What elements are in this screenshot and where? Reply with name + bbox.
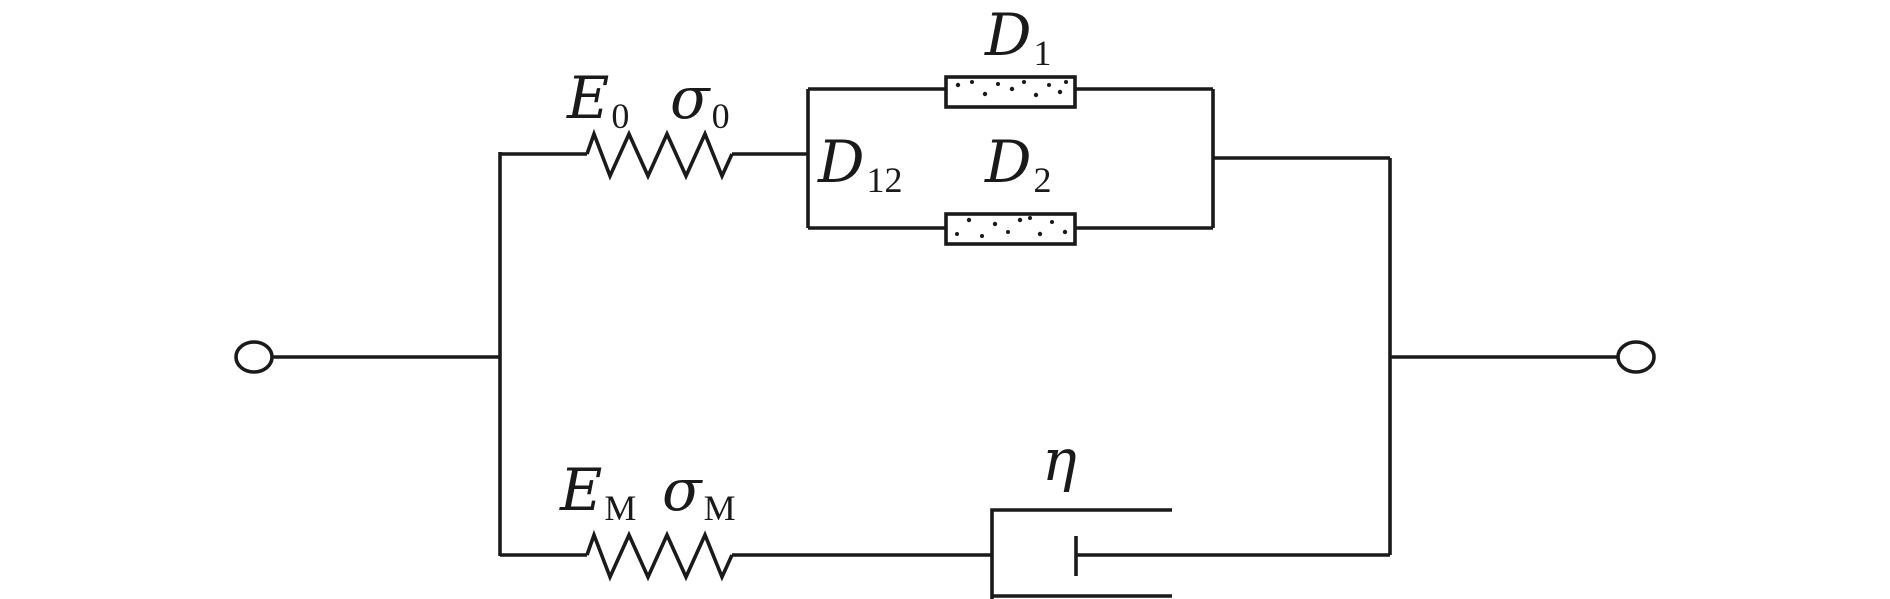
- damage-element-d1: [944, 75, 1077, 109]
- label-eta: η: [1042, 426, 1077, 494]
- label-sigma0: σ0: [670, 64, 730, 136]
- label-sigmam: σM: [662, 456, 736, 528]
- left-terminal: [234, 340, 274, 374]
- spring-e0: [585, 128, 734, 181]
- dashpot-cylinder: [990, 508, 1172, 599]
- label-d1: D1: [984, 1, 1052, 73]
- spring-em: [585, 529, 734, 582]
- right-terminal: [1616, 340, 1656, 374]
- label-e0: E0: [566, 64, 629, 136]
- label-d12: D12: [817, 128, 903, 200]
- d2-specks: [955, 216, 1068, 238]
- d1-specks: [955, 80, 1068, 98]
- label-em: EM: [559, 456, 636, 528]
- label-d2: D2: [984, 128, 1052, 200]
- damage-element-d2: [944, 212, 1077, 246]
